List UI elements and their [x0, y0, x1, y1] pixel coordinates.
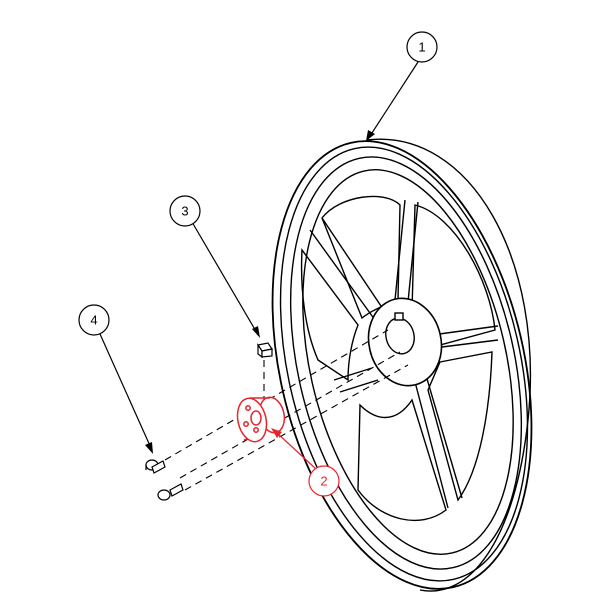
wheel-tire-side: [366, 138, 532, 592]
callout-1: 1: [366, 31, 438, 141]
screw-2: [157, 483, 184, 501]
leader-2: [275, 431, 317, 470]
callout-circle-1: [406, 31, 438, 63]
leader-3: [191, 221, 258, 334]
hub-bolt-hole-3: [243, 421, 249, 427]
hub-bolt-hole-1: [245, 405, 251, 411]
wheel: [271, 138, 533, 592]
hub-bolt-hole-2: [253, 427, 259, 433]
callout-label-3: 3: [181, 204, 188, 219]
spoke-top: [394, 199, 419, 303]
callout-label-2: 2: [320, 474, 327, 489]
screws: [145, 459, 184, 501]
hub: [236, 396, 286, 443]
arrowhead-4: [145, 442, 153, 454]
wheel-hub-keyway: [394, 312, 404, 321]
hub-bore: [250, 410, 262, 426]
key: [257, 342, 273, 359]
wheel-rim-inner: [302, 169, 514, 555]
arrowhead-2: [271, 428, 282, 438]
leader-4: [99, 333, 152, 449]
spoke-window-4: [357, 398, 447, 522]
assembly-lines: [164, 329, 409, 491]
callout-2: 2: [271, 428, 340, 497]
callout-circle-4: [78, 304, 110, 336]
assembly-line-mid: [179, 351, 401, 479]
spoke-window-3: [427, 351, 493, 502]
spoke-window-5: [300, 248, 359, 382]
callout-3: 3: [169, 195, 260, 338]
assembly-line-bottom: [184, 364, 409, 491]
wheel-rim-outer: [289, 156, 523, 570]
callout-4: 4: [78, 304, 153, 454]
spoke-lower-left: [333, 367, 379, 393]
screw-1: [145, 459, 166, 474]
callout-circle-3: [169, 195, 201, 227]
arrowhead-3: [252, 326, 260, 338]
callout-circle-2: [308, 465, 340, 497]
leader-1: [369, 61, 419, 137]
wheel-tire-groove: [279, 146, 529, 582]
callout-label-1: 1: [418, 40, 425, 55]
spoke-upper-left: [309, 217, 386, 321]
spoke-right: [431, 325, 499, 349]
spoke-lower-right: [413, 371, 463, 509]
callout-label-4: 4: [90, 313, 97, 328]
arrowhead-1: [366, 130, 375, 141]
